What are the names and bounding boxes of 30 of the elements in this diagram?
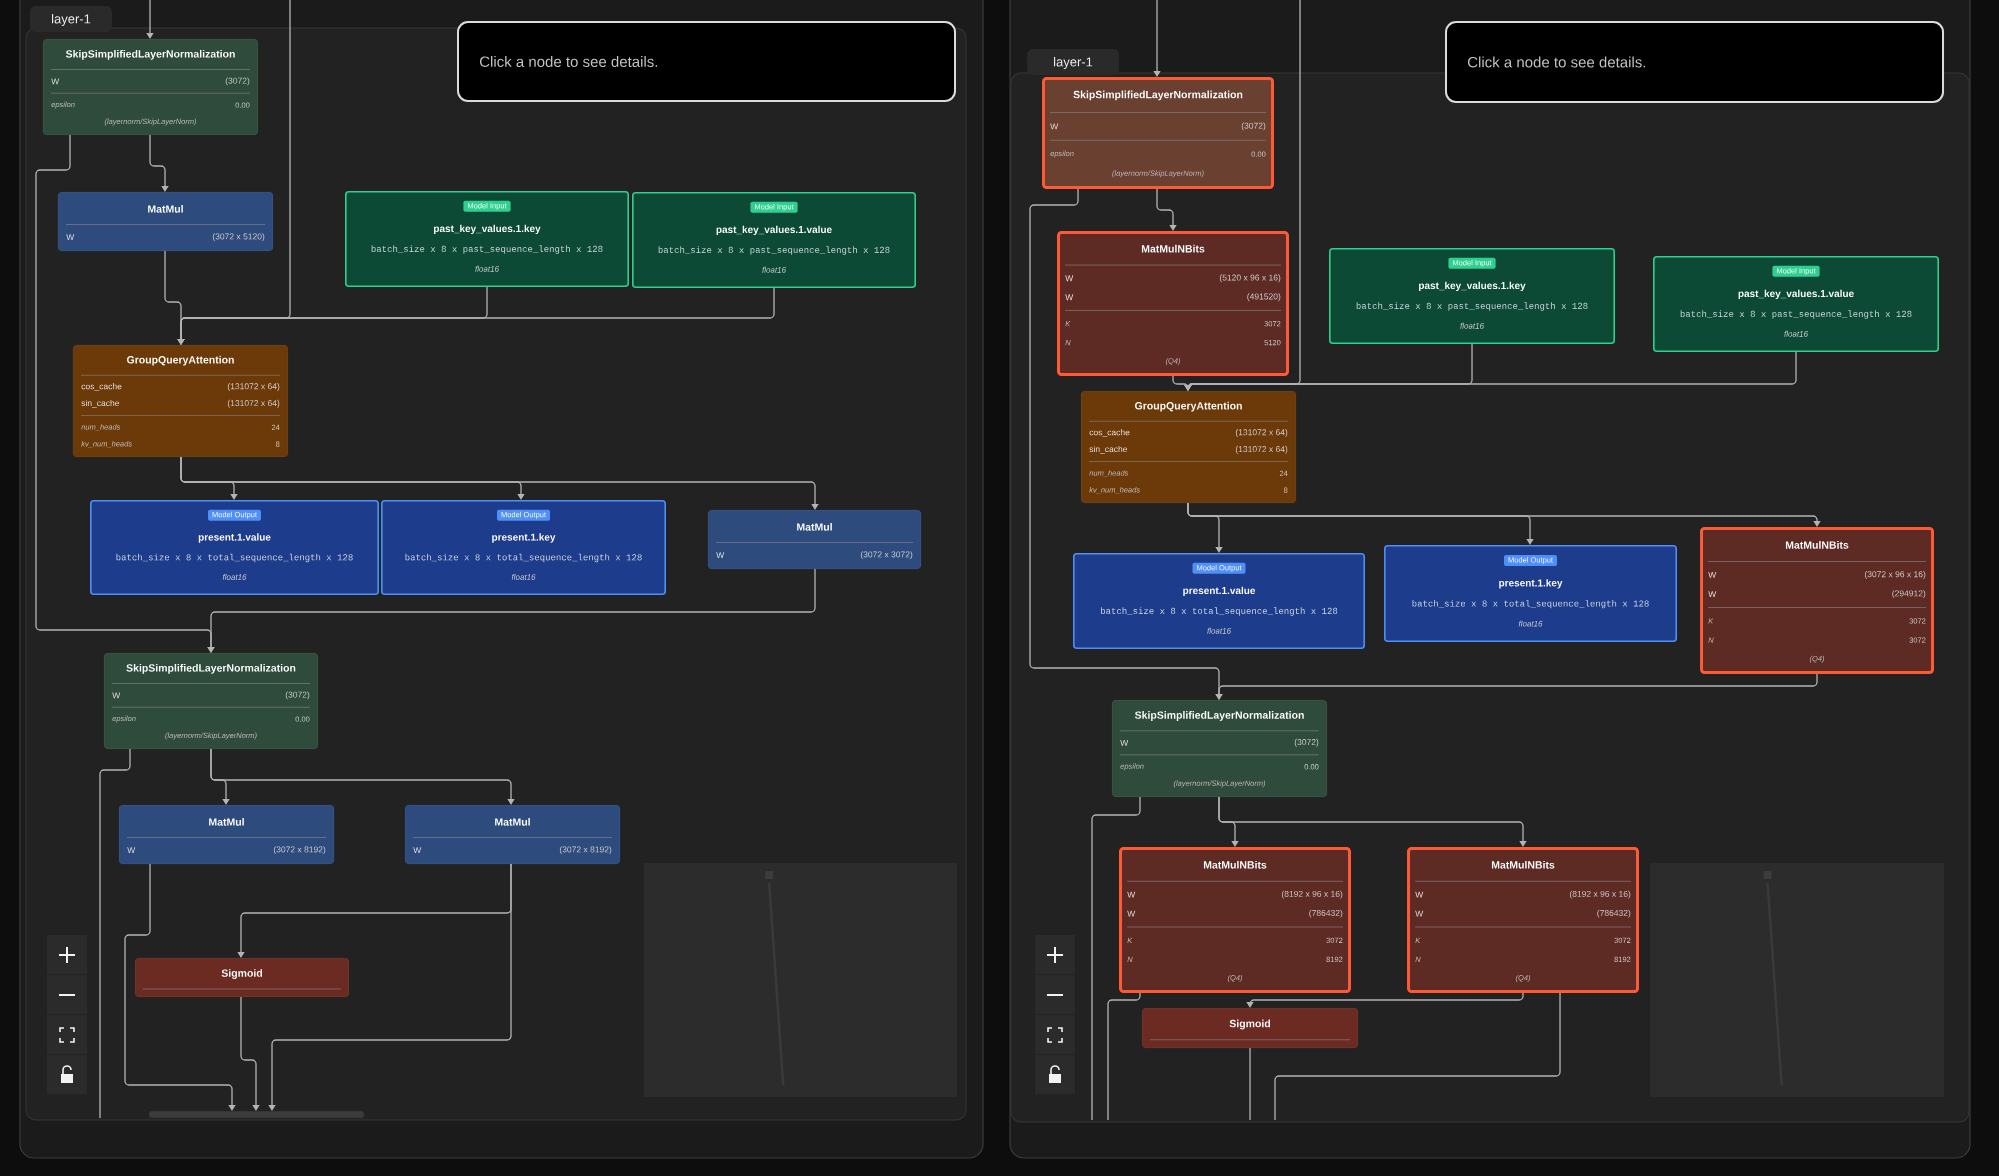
arrow [1218,796,1527,847]
info-panel: Click a node to see details. [457,21,956,102]
operator-box: Sigmoid [1142,1008,1358,1048]
arrow [1156,188,1177,231]
arrow [180,456,819,510]
operator-box: MatMul W (3072 x 8192) [119,805,334,864]
node-label: layer-1 [1054,56,1093,70]
arrow [210,748,515,805]
operator-box: Sigmoid [135,958,349,997]
operator-box: MatMul W (3072 x 3072) [708,510,921,569]
operator-box: MatMul W (3072 x 5120) [58,192,273,251]
arrow [177,287,775,345]
arrow [240,996,260,1111]
operator-box [149,1111,364,1118]
arrow [207,568,816,653]
connector-line [1107,992,1141,1121]
arrow [268,863,512,1111]
node-label: layer-1 [52,13,91,27]
arrow [1184,351,1797,391]
arrow [1246,992,1524,1008]
arrow [146,0,154,39]
arrow [124,863,236,1111]
info-panel: Click a node to see details. [1445,21,1944,103]
arrow [1187,502,1821,527]
operator-box: MatMul W (3072 x 8192) [405,805,620,864]
arrow [149,134,169,192]
connector-line [99,748,131,1119]
arrow [1153,0,1161,77]
connector-line [1249,1047,1251,1121]
connector-line [1274,992,1561,1121]
